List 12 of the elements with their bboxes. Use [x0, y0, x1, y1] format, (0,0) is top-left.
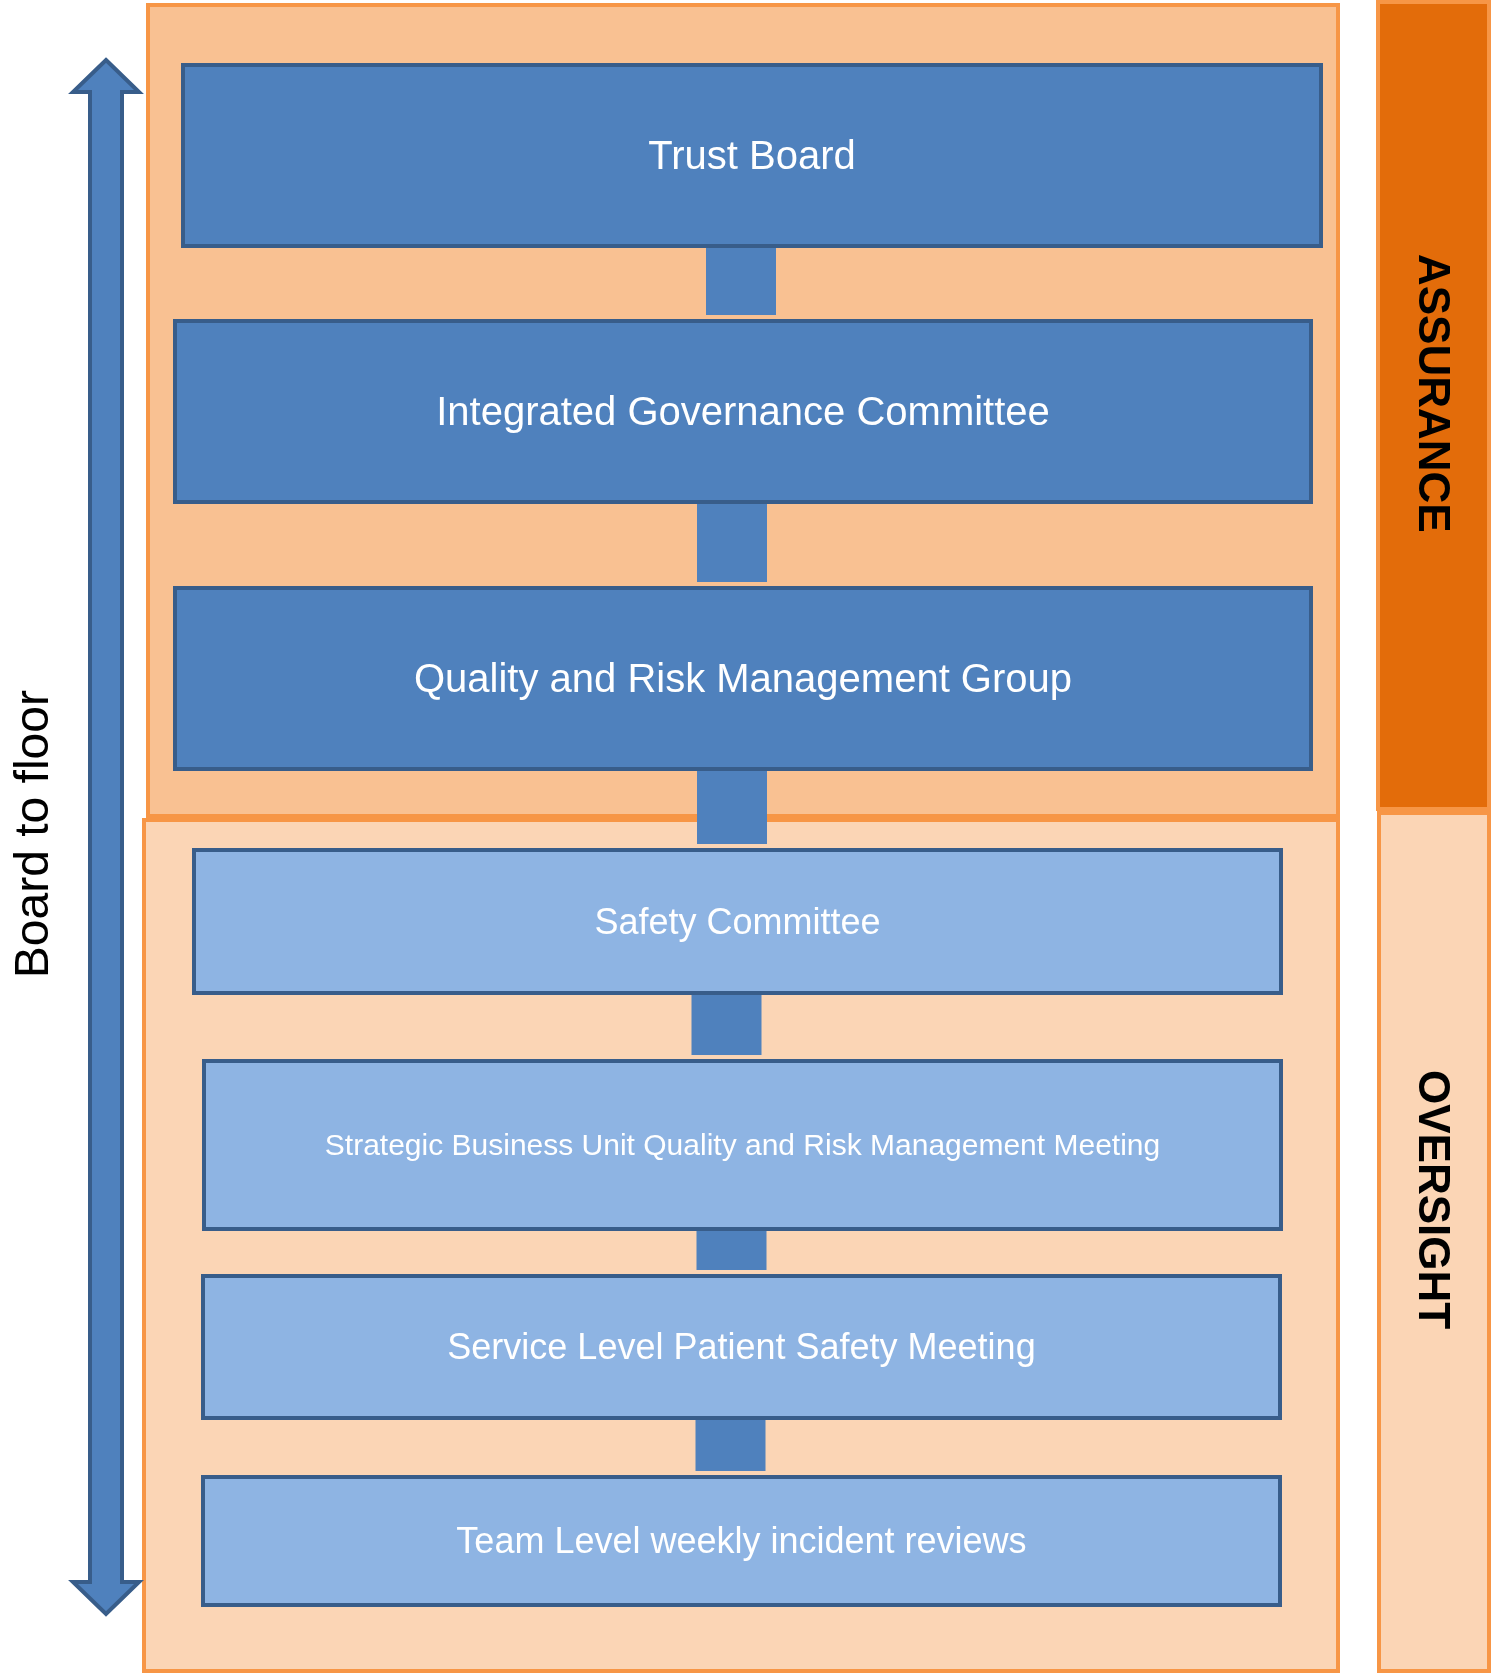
meeting-box: Team Level weekly incident reviews — [201, 1475, 1282, 1607]
meeting-box: Service Level Patient Safety Meeting — [201, 1274, 1282, 1420]
side-band: ASSURANCE — [1376, 0, 1491, 811]
meeting-box: Strategic Business Unit Quality and Risk Management Meeting — [202, 1059, 1283, 1231]
side-band: OVERSIGHT — [1377, 811, 1491, 1673]
lower-band — [142, 818, 1340, 1673]
upper-band — [146, 3, 1340, 818]
committee-box: Integrated Governance Committee — [173, 319, 1313, 504]
committee-box: Quality and Risk Management Group — [173, 586, 1313, 771]
meeting-box: Safety Committee — [192, 848, 1283, 995]
axis-label: Board to floor — [4, 690, 59, 979]
committee-box: Trust Board — [181, 63, 1323, 248]
